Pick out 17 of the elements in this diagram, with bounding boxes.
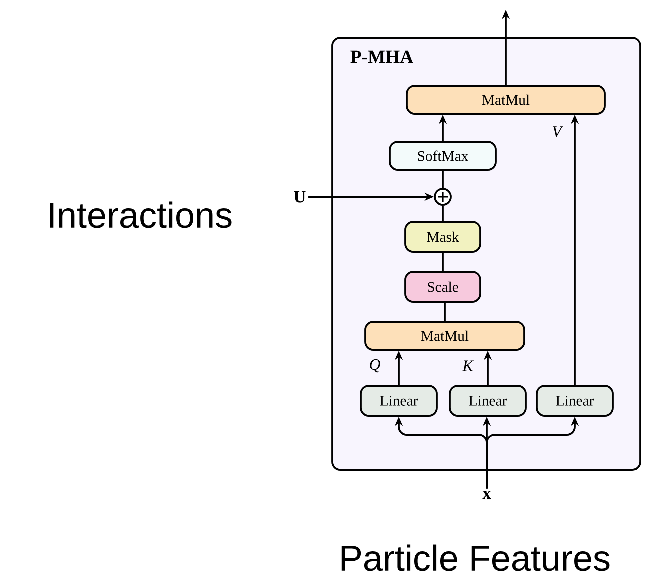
big-label: Interactions (50, 202, 232, 228)
input-symbol: U (294, 191, 306, 203)
module-title: P-MHA (350, 50, 414, 64)
edge-label: K (462, 360, 474, 372)
operation-box: Linear (360, 385, 438, 417)
sum-circle (434, 188, 452, 206)
operation-box: Mask (404, 221, 482, 253)
edge-label: V (552, 126, 564, 138)
operation-box: Linear (536, 385, 614, 417)
input-symbol: x (482, 491, 492, 499)
operation-box: SoftMax (389, 141, 497, 171)
operation-box: MatMul (406, 85, 606, 115)
big-label: Particle Features (342, 544, 610, 572)
operation-box: Linear (449, 385, 527, 417)
operation-box: Scale (404, 271, 482, 303)
operation-box: MatMul (364, 321, 526, 351)
edge-label: Q (370, 359, 380, 373)
